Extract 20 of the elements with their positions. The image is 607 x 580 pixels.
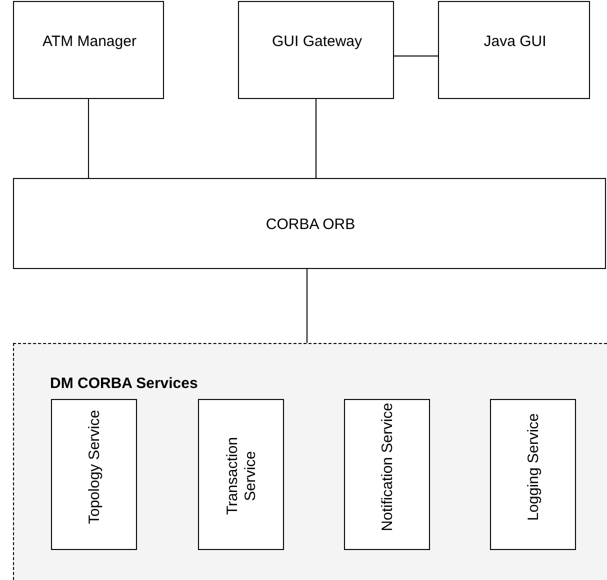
box-label: Transaction Service: [224, 436, 260, 516]
box-label: GUI Gateway: [270, 33, 364, 51]
dashed-group-panel: [13, 343, 607, 580]
component-box: [344, 399, 430, 550]
component-box: [438, 1, 590, 99]
box-label: Notification Service: [379, 402, 397, 532]
connector-line: [306, 268, 308, 344]
component-box: [13, 178, 606, 269]
component-box: [198, 399, 284, 550]
box-label: Java GUI: [482, 33, 548, 51]
box-label: Topology Service: [86, 408, 104, 526]
group-heading: DM CORBA Services: [50, 375, 198, 393]
connector-line: [88, 98, 89, 178]
component-box: [238, 1, 394, 99]
box-label: Logging Service: [525, 412, 543, 522]
box-label: ATM Manager: [42, 33, 138, 51]
component-box: [13, 1, 164, 99]
box-label: CORBA ORB: [264, 216, 356, 234]
component-box: [490, 399, 576, 550]
component-box: [51, 399, 137, 550]
